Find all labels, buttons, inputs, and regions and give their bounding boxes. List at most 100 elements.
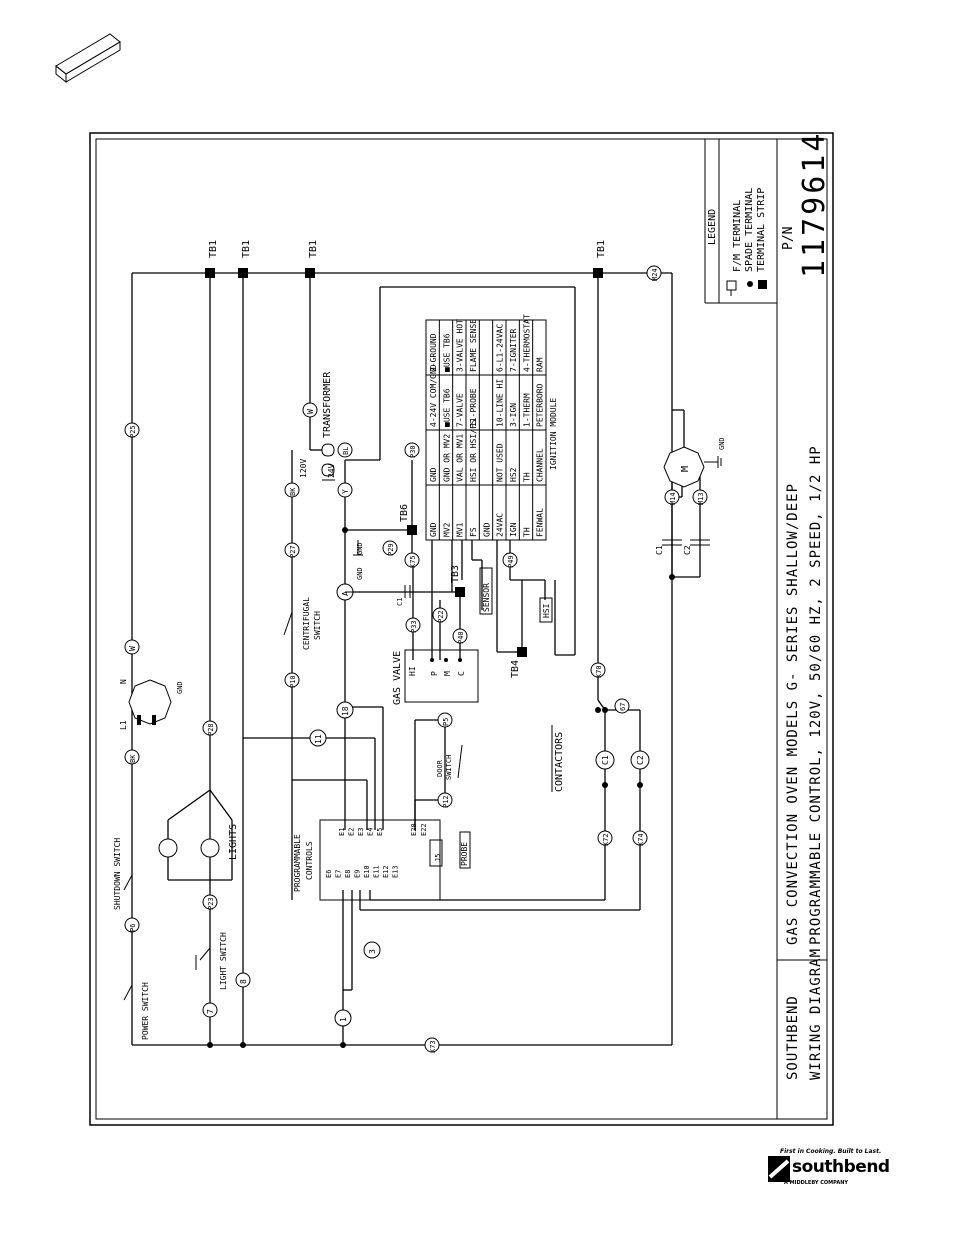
title-block: SOUTHBEND WIRING DIAGRAM GAS CONVECTION … bbox=[781, 131, 832, 1080]
door-label-1: DOOR bbox=[436, 759, 444, 777]
ignition-cell: GND bbox=[482, 522, 491, 537]
receptacle-gnd: GND bbox=[176, 681, 184, 694]
spade-terminal-icon bbox=[747, 281, 753, 287]
logo-tagline: First in Cooking. Built to Last. bbox=[780, 1148, 882, 1155]
ignition-cell: 7-IGNITER bbox=[509, 328, 518, 372]
ignition-cell: 7-VALVE bbox=[456, 393, 465, 427]
marker-18: 18 bbox=[341, 706, 350, 716]
switches: POWER SWITCH SHUTDOWN SWITCH LIGHT SWITC… bbox=[113, 838, 228, 1040]
marker-k75: K75 bbox=[409, 555, 417, 568]
control-pin: E2 bbox=[348, 828, 356, 836]
inner-frame bbox=[95, 138, 828, 1120]
lights: LIGHTS bbox=[158, 824, 239, 860]
company-name: SOUTHBEND bbox=[785, 995, 801, 1080]
ignition-cell: GND bbox=[429, 522, 438, 537]
probe-label: PROBE bbox=[460, 842, 469, 866]
sensor-label: SENSOR bbox=[482, 583, 491, 612]
centrifugal-label-2: SWITCH bbox=[313, 611, 322, 640]
door-label-2: SWITCH bbox=[445, 755, 453, 780]
marker-7: 7 bbox=[206, 1009, 215, 1014]
ignition-cell: IGN bbox=[509, 522, 518, 537]
contactors: C1 C2 CONTACTORS bbox=[551, 725, 650, 792]
ignition-cell: GND OR MV2 bbox=[442, 434, 451, 482]
controls-label-2: CONTROLS bbox=[305, 841, 314, 880]
control-pin: E1 bbox=[338, 828, 346, 836]
hsi-label: HSI bbox=[542, 603, 551, 618]
ignition-cell: CHANNEL bbox=[536, 448, 545, 482]
shutdown-switch-label: SHUTDOWN SWITCH bbox=[113, 838, 122, 910]
ignition-cell: GND bbox=[429, 467, 438, 482]
ignition-cell: TH bbox=[522, 472, 531, 482]
ignition-cell: TH bbox=[522, 527, 531, 537]
legend-item-fm: F/M TERMINAL bbox=[732, 200, 743, 272]
ignition-cell: HSI OR HSI/FS bbox=[469, 419, 478, 482]
legend: LEGEND F/M TERMINAL SPADE TERMINAL TERMI… bbox=[707, 188, 767, 296]
marker-p27: P27 bbox=[289, 545, 297, 558]
tb1-label-3: TB1 bbox=[308, 240, 319, 258]
ignition-module-caption: IGNITION MODULE bbox=[549, 398, 558, 470]
gas-valve-label: GAS VALVE bbox=[392, 651, 403, 705]
motor-gnd-label: GND bbox=[718, 437, 726, 450]
sensor-hsi: SENSOR HSI bbox=[479, 567, 553, 623]
marker-k73: K73 bbox=[429, 1040, 437, 1053]
marker-p30: P30 bbox=[409, 445, 417, 458]
transformer-label: TRANSFORMER bbox=[322, 371, 333, 438]
tb4-label: TB4 bbox=[510, 660, 521, 678]
ignition-cell: 3-VALVE HOT bbox=[456, 319, 465, 372]
marker-p28: P28 bbox=[207, 723, 215, 736]
marker-k74: K74 bbox=[637, 833, 645, 846]
contactor-c2: C2 bbox=[636, 755, 645, 765]
marker-a: A bbox=[341, 591, 350, 596]
tb1-terminals: TB1 TB1 TB1 TB1 bbox=[205, 240, 607, 278]
ignition-cell: 4-24V COM/GND bbox=[429, 364, 438, 427]
terminal-strip-icon bbox=[758, 280, 767, 289]
marker-p6: P6 bbox=[129, 924, 137, 932]
gnd-cap-c1: C1 bbox=[396, 598, 404, 606]
gas-valve-pin-c: C bbox=[457, 671, 466, 676]
ignition-cell: 24VAC bbox=[496, 513, 505, 537]
ignition-cell: RAM bbox=[536, 357, 545, 372]
ignition-cell: FLAME SENSE bbox=[469, 319, 478, 372]
marker-w-main: W bbox=[128, 646, 137, 651]
gas-valve-pin-p: P bbox=[430, 671, 439, 676]
control-pin: E3 bbox=[357, 828, 365, 836]
controls-label-1: PROGRAMMABLE bbox=[293, 834, 302, 892]
motor-label: M bbox=[680, 466, 691, 472]
ignition-cell: PETERBORO bbox=[536, 383, 545, 427]
ignition-cell: 4-THERMOSTAT bbox=[522, 314, 531, 372]
outer-frame bbox=[89, 132, 834, 1126]
pn-label: P/N bbox=[781, 227, 796, 250]
marker-p5: P5 bbox=[442, 718, 450, 726]
ignition-cell: MV1 bbox=[456, 522, 465, 537]
control-pin: E9 bbox=[354, 870, 362, 878]
ignition-cell: FENWAL bbox=[536, 508, 545, 537]
transformer-24v: 24V bbox=[327, 463, 336, 478]
j5-label: J5 bbox=[434, 854, 442, 862]
logo-wordmark: southbend bbox=[792, 1157, 890, 1177]
centrifugal-label-1: CENTRIFUGAL bbox=[302, 597, 311, 650]
transformer-120v: 120V bbox=[299, 459, 308, 478]
gas-valve: HI P M C GAS VALVE bbox=[392, 649, 479, 705]
marker-bk-xfmr: BK bbox=[289, 487, 297, 496]
ignition-cell: MV2 bbox=[442, 522, 451, 537]
receptacle-l1: L1 bbox=[119, 720, 128, 730]
control-pin: E5 bbox=[376, 828, 384, 836]
legend-heading: LEGEND bbox=[707, 209, 718, 245]
marker-m24: M24 bbox=[651, 268, 659, 281]
motor: M GND C1 C2 bbox=[655, 437, 726, 555]
light-switch-label: LIGHT SWITCH bbox=[219, 932, 228, 990]
control-pin: E4 bbox=[367, 828, 375, 836]
ignition-cell: FS bbox=[469, 527, 478, 537]
wires bbox=[131, 272, 701, 1046]
tb1-label-4: TB1 bbox=[596, 240, 607, 258]
marker-67: 67 bbox=[619, 703, 627, 711]
marker-p49: P49 bbox=[507, 555, 515, 568]
tb4-terminal bbox=[517, 647, 527, 657]
ignition-cell: 1-THERM bbox=[522, 393, 531, 427]
marker-p10: P10 bbox=[289, 675, 297, 688]
marker-p29: P29 bbox=[387, 543, 395, 556]
ignition-cell: 3-IGN bbox=[509, 403, 518, 427]
